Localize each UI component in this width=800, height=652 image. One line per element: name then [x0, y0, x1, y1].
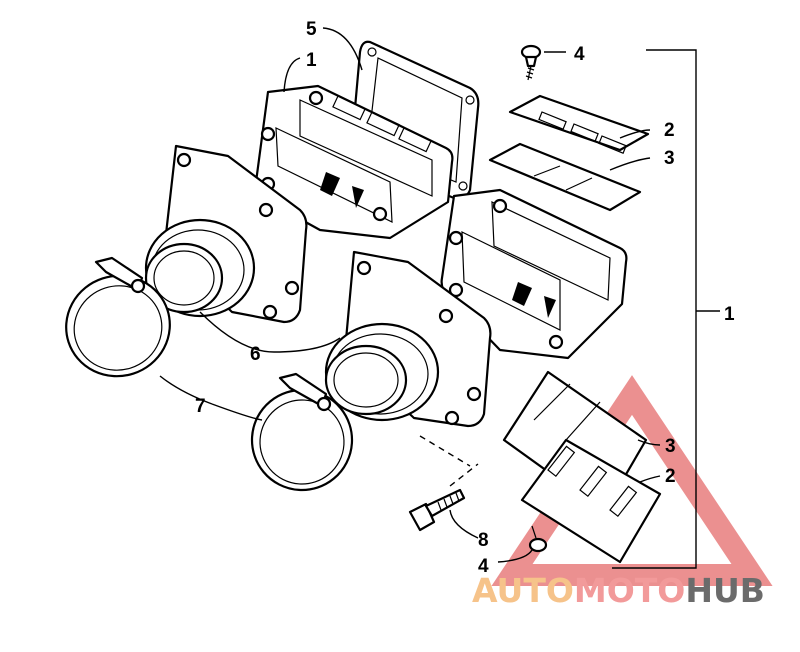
intake-flange-front [324, 250, 492, 428]
watermark-hub: HUB [685, 571, 765, 610]
callout-2-bottom: 2 [665, 466, 676, 487]
callout-4-top: 4 [574, 44, 585, 65]
watermark-moto: MOTO [574, 571, 685, 610]
clamp-lower [250, 372, 354, 492]
callout-2-top: 2 [664, 120, 675, 141]
screw-bottom [528, 525, 548, 553]
callout-1-right: 1 [724, 304, 735, 325]
group-bracket [612, 49, 720, 569]
callout-labels: 5 1 4 2 3 1 6 7 3 2 8 4 [195, 19, 735, 577]
reed-petal-top [488, 142, 642, 212]
reed-stop-top [508, 94, 650, 154]
callout-5: 5 [306, 19, 317, 40]
bolt-part [408, 435, 479, 532]
svg-text:AUTOMOTOHUB: AUTOMOTOHUB [472, 571, 765, 610]
screw-top [520, 44, 542, 81]
watermark-auto: AUTO [472, 571, 574, 610]
leader-lines [159, 27, 661, 563]
intake-flange-back [144, 144, 308, 324]
clamp-upper [65, 256, 171, 378]
watermark-text: AUTOMOTOHUB [472, 571, 765, 610]
callout-6: 6 [250, 344, 261, 365]
callout-8: 8 [478, 530, 489, 551]
callout-4-bottom: 4 [478, 556, 489, 577]
callout-7: 7 [195, 396, 206, 417]
callout-1-top: 1 [306, 50, 317, 71]
callout-3-bottom: 3 [665, 436, 676, 457]
reed-cage-front [440, 188, 628, 360]
callout-3-top: 3 [664, 148, 675, 169]
reed-stop-bottom [520, 438, 662, 564]
